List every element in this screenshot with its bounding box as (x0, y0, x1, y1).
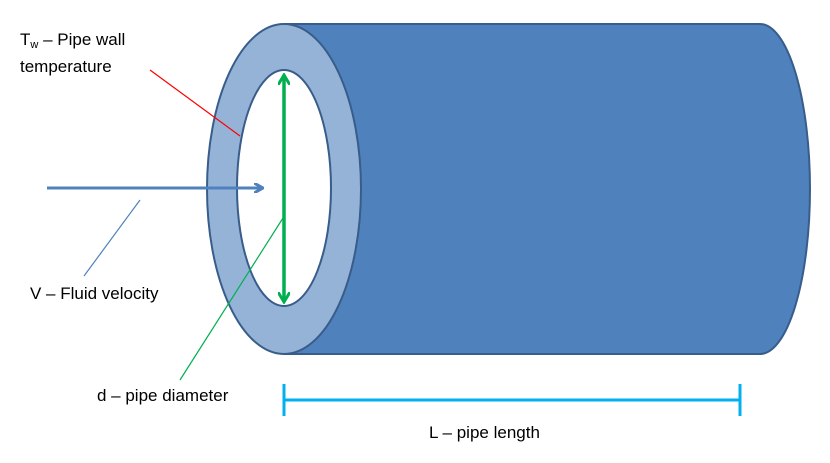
wall-temperature-label: Tw – Pipe wall temperature (20, 29, 125, 78)
wall-temperature-text-line2: temperature (20, 57, 112, 76)
velocity-label: V – Fluid velocity (30, 284, 159, 303)
wall-temperature-symbol: T (20, 30, 31, 49)
length-dimension (282, 384, 742, 416)
pipe-body (283, 23, 811, 355)
diameter-label: d – pipe diameter (97, 386, 229, 405)
wall-temperature-subscript: w (30, 39, 39, 51)
wall-temperature-leader (149, 69, 241, 137)
velocity-leader (83, 199, 141, 277)
length-label: L – pipe length (429, 423, 540, 442)
diameter-leader (179, 217, 284, 381)
wall-temperature-text: – Pipe wall (38, 30, 126, 49)
